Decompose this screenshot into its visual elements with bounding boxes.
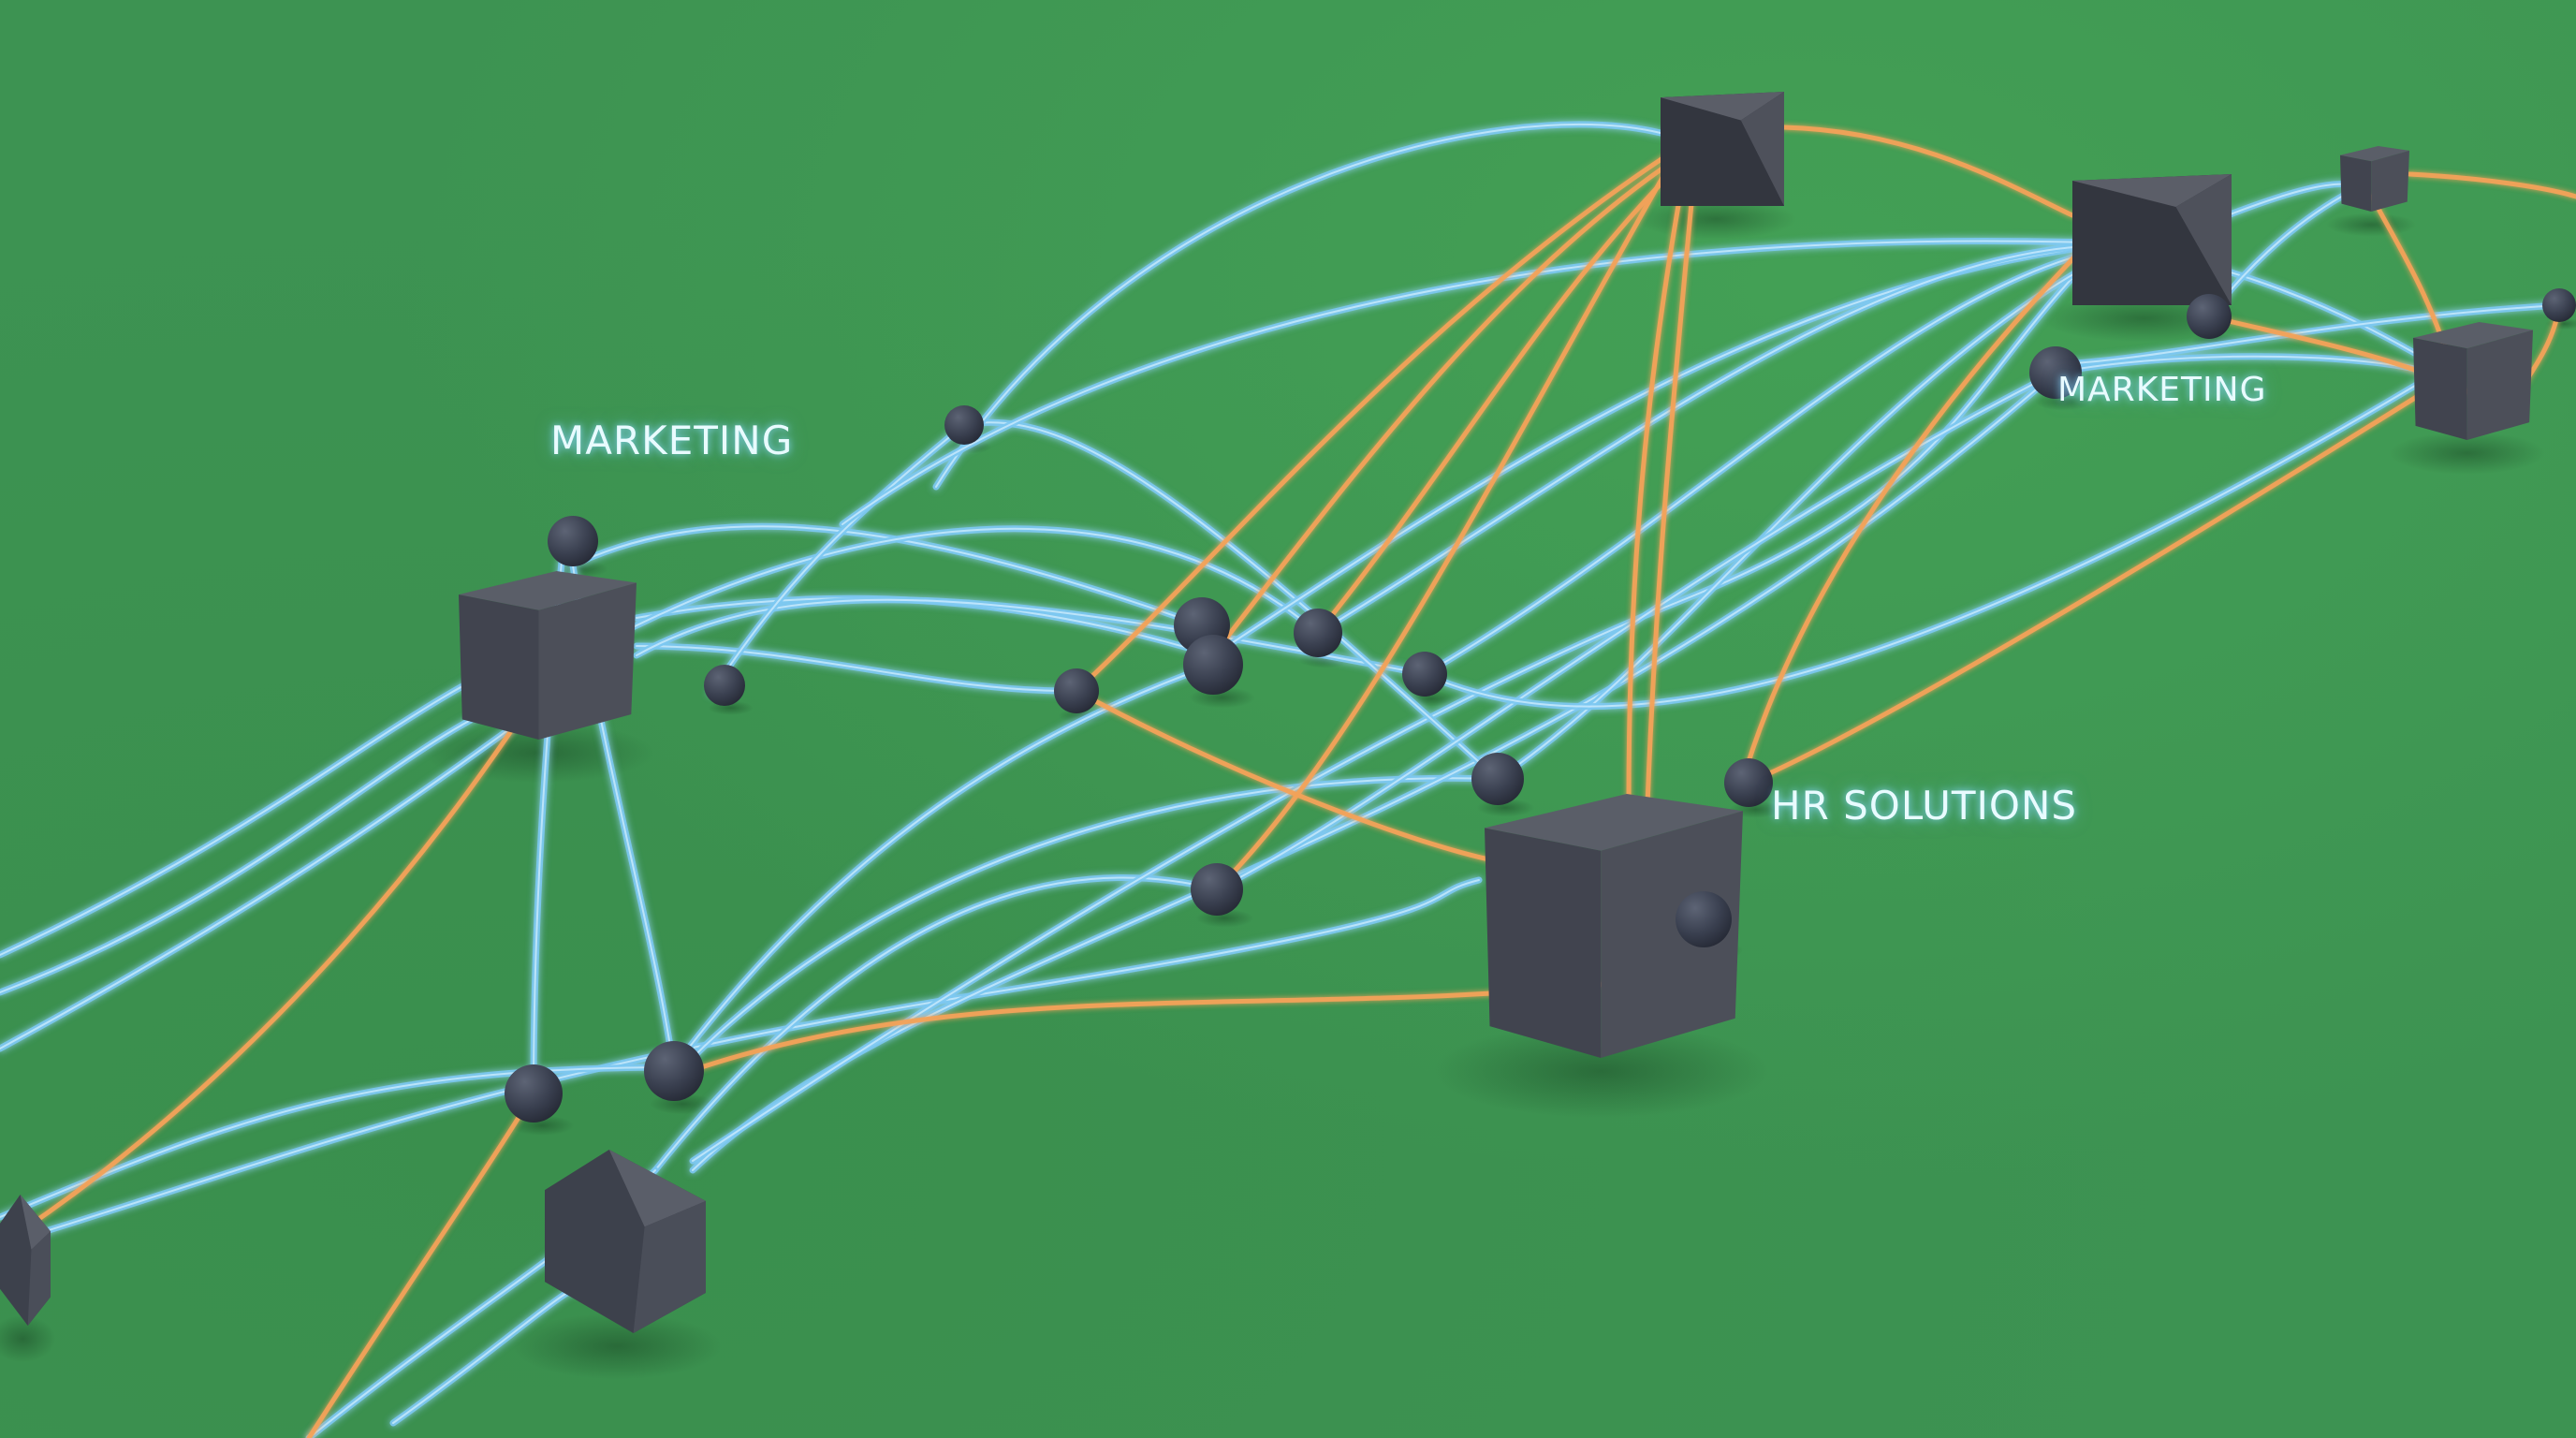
block-nodes [0, 92, 2533, 1333]
sphere-node [644, 1041, 704, 1101]
blue-link [0, 876, 1483, 1249]
cube-far-right-node [2413, 322, 2533, 440]
orange-link [1626, 166, 1688, 808]
sphere-nodes [505, 288, 2576, 1123]
orange-link [2407, 171, 2576, 199]
blue-link [0, 708, 490, 996]
cube-right-pyramid-node [2072, 174, 2232, 305]
sphere-node [1471, 753, 1524, 805]
cube-bottom-node [545, 1150, 706, 1333]
sphere-node [1724, 758, 1773, 807]
sphere-node [1676, 891, 1732, 947]
cube-hr-node [1485, 794, 1743, 1058]
node-shadows [0, 198, 2576, 1380]
orange-link [1645, 170, 1697, 808]
cube-bottom-left-edge-node [0, 1195, 51, 1326]
sphere-node [1054, 668, 1099, 713]
orange-link [0, 709, 527, 1248]
label-marketing-right: MARKETING [2057, 371, 2267, 409]
orange-link [1074, 147, 1678, 694]
orange-link [1214, 152, 1678, 892]
orange-link [1210, 156, 1678, 658]
blue-link [1421, 371, 2437, 711]
sphere-node [1294, 609, 1342, 657]
cube-top-node [1661, 92, 1784, 206]
sphere-node [944, 405, 984, 445]
sphere-node [2542, 288, 2576, 322]
cube-left-node [459, 571, 637, 740]
label-marketing-left: MARKETING [550, 418, 794, 463]
sphere-node [1402, 652, 1447, 697]
cube-far-right-small-node [2340, 146, 2409, 212]
label-hr-solutions: HR SOLUTIONS [1771, 783, 2078, 829]
blue-link [0, 652, 528, 959]
sphere-node [548, 516, 598, 566]
blue-link [689, 369, 2059, 1174]
sphere-node [505, 1064, 563, 1123]
orange-link [1781, 125, 2075, 218]
orange-link [1074, 688, 1500, 864]
sphere-node [704, 665, 745, 706]
orange-link [1746, 372, 2455, 785]
sphere-node [2187, 294, 2232, 339]
orange-link [1738, 241, 2090, 789]
orange-link [306, 1091, 536, 1438]
sphere-node [2029, 346, 2082, 399]
orange-link [1315, 161, 1683, 636]
sphere-node [1183, 635, 1243, 695]
blue-link [633, 642, 1080, 695]
sphere-node [1191, 863, 1243, 916]
